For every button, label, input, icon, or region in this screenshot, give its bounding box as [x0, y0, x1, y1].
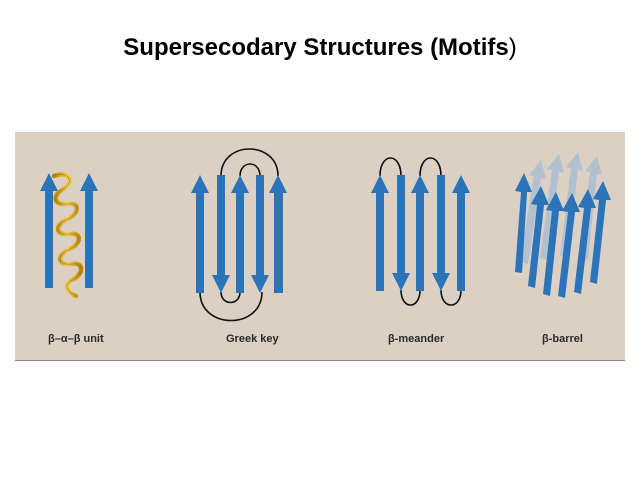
label-beta-meander: β-meander	[388, 333, 445, 345]
beta-strand	[543, 192, 564, 296]
loop	[220, 291, 241, 304]
label-greek-key: Greek key	[226, 333, 279, 345]
loop	[220, 148, 279, 177]
beta-strand	[392, 175, 410, 291]
beta-strand	[411, 175, 429, 291]
loop	[239, 163, 261, 177]
slide-title: Supersecodary Structures (Motifs)	[0, 34, 640, 62]
beta-strand	[528, 186, 549, 288]
beta-strand	[80, 173, 98, 288]
loop	[379, 157, 402, 177]
beta-strand	[590, 181, 611, 284]
beta-strand	[452, 175, 470, 291]
beta-strand	[432, 175, 450, 291]
beta-strand	[515, 173, 532, 273]
beta-alpha-beta-icon	[40, 172, 98, 299]
beta-strand	[558, 193, 580, 298]
beta-strand	[574, 189, 596, 294]
loop	[199, 291, 263, 322]
beta-strand	[191, 175, 209, 293]
alpha-helix-outline	[53, 174, 82, 297]
beta-strand	[212, 175, 230, 293]
label-beta-barrel: β-barrel	[542, 333, 583, 345]
slide-title-text: Supersecodary Structures (Motifs	[123, 34, 509, 61]
slide-title-close-paren: )	[508, 34, 517, 61]
beta-strand	[371, 175, 389, 291]
label-beta-alpha-beta-unit: β–α–β unit	[48, 333, 104, 345]
beta-strand-back	[520, 160, 546, 264]
loop	[419, 157, 442, 177]
beta-barrel-icon	[515, 152, 611, 298]
beta-strand	[231, 175, 249, 293]
loop	[440, 289, 462, 306]
beta-meander-icon	[371, 157, 470, 306]
loop	[400, 289, 421, 306]
greek-key-icon	[191, 148, 287, 322]
beta-strand	[269, 175, 287, 293]
beta-strand	[251, 175, 269, 293]
beta-strand	[40, 173, 58, 288]
